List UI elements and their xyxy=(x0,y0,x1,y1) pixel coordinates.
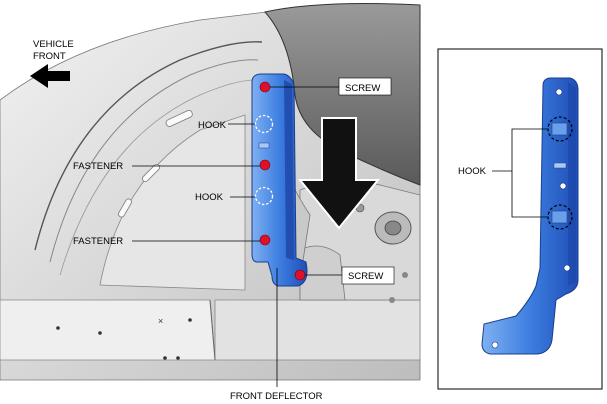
fastener-upper-marker xyxy=(259,159,271,171)
label-hook-lower: HOOK xyxy=(195,192,224,203)
install-direction-arrow xyxy=(297,117,381,230)
label-screw-top: SCREW xyxy=(345,83,380,94)
fastener-lower-marker xyxy=(259,234,271,246)
vehicle-front-indicator: VEHICLE FRONT xyxy=(30,39,74,88)
label-hook-detail: HOOK xyxy=(458,166,487,177)
hook-lower-marker xyxy=(254,186,274,206)
front-deflector-part xyxy=(251,73,308,287)
label-screw-bottom: SCREW xyxy=(348,271,383,282)
svg-text:×: × xyxy=(158,316,163,326)
screw-top-marker xyxy=(259,81,271,93)
label-fastener-lower: FASTENER xyxy=(73,236,123,247)
label-hook-upper: HOOK xyxy=(198,120,227,131)
leader-lines xyxy=(132,86,342,387)
left-arrow-icon xyxy=(30,64,70,88)
hook-upper-marker xyxy=(254,114,274,134)
vehicle-front-line1: VEHICLE xyxy=(33,39,74,50)
label-fastener-upper: FASTENER xyxy=(73,161,123,172)
detail-inset: HOOK xyxy=(437,48,603,390)
screw-bottom-marker xyxy=(294,269,306,281)
vehicle-front-line2: FRONT xyxy=(33,51,66,62)
label-front-deflector: FRONT DEFLECTOR xyxy=(230,391,323,402)
